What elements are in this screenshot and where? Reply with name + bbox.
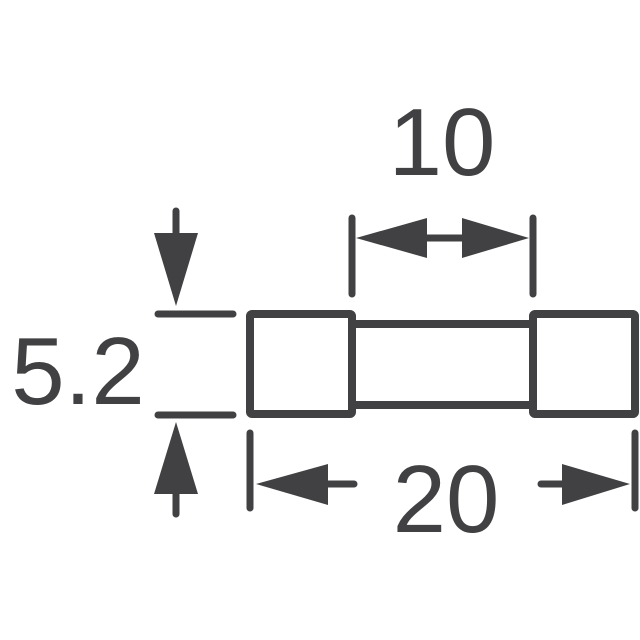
arrow-up-icon <box>154 422 198 494</box>
dimension-label-5-2: 5.2 <box>11 318 144 425</box>
fuse-body <box>246 310 639 418</box>
arrow-down-icon <box>154 233 198 306</box>
arrow-right-icon <box>562 464 630 505</box>
right-end-cap <box>529 310 639 418</box>
dimension-label-10: 10 <box>389 89 496 196</box>
arrow-left-icon <box>356 218 427 258</box>
arrow-right-icon <box>462 218 529 258</box>
dimension-label-20: 20 <box>393 446 500 553</box>
arrow-left-icon <box>256 464 328 505</box>
left-end-cap <box>246 310 356 418</box>
